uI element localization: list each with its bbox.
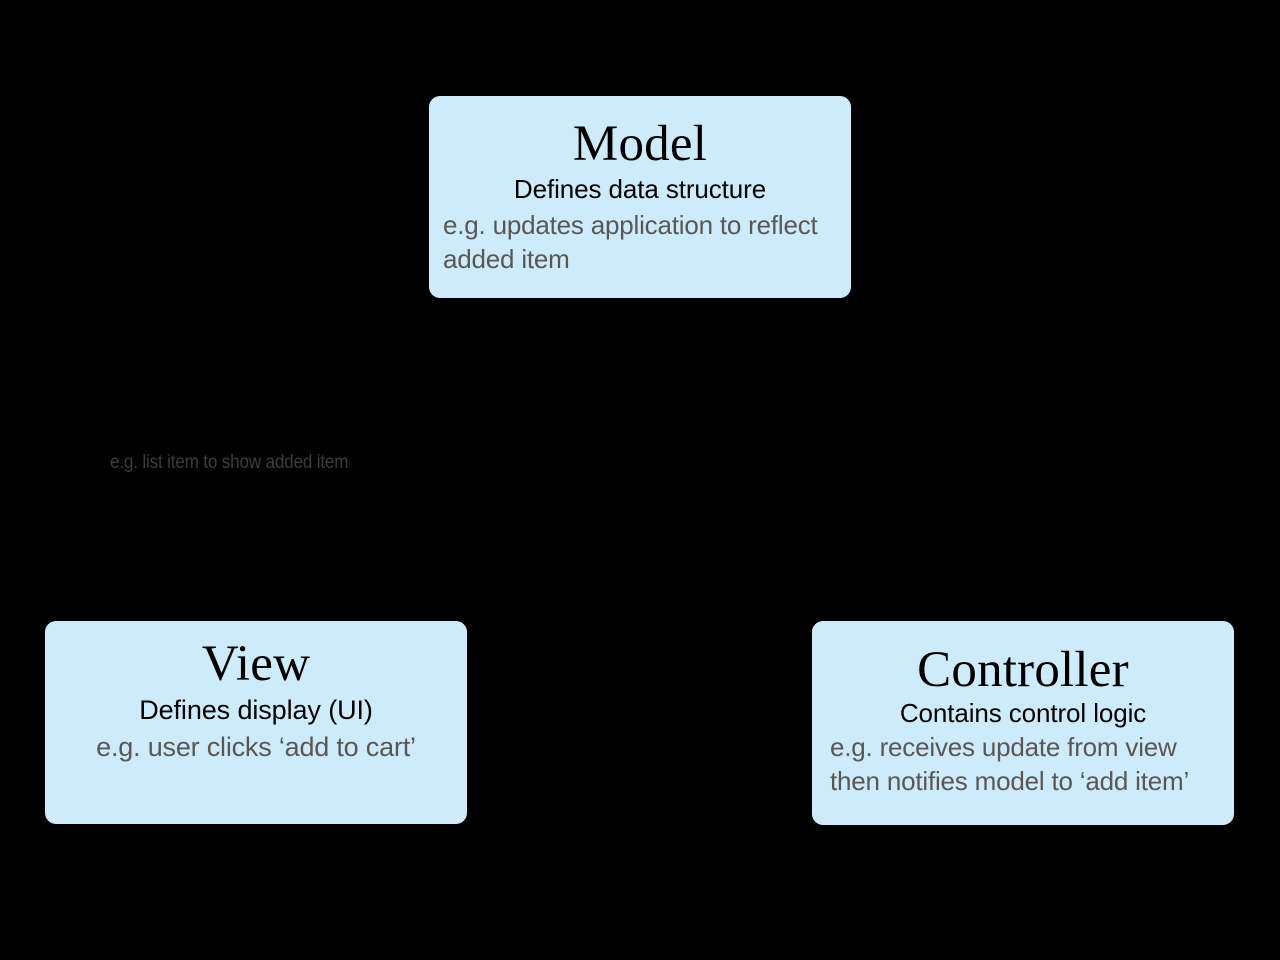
annotation-view-to-model-note: e.g. list item to show added item xyxy=(110,452,349,473)
card-model-subtitle: Defines data structure xyxy=(513,174,767,204)
card-controller-example: e.g. receives update from view then noti… xyxy=(830,732,1190,797)
card-model-example: e.g. updates application to reflect adde… xyxy=(443,210,818,275)
card-view-title: View xyxy=(201,636,311,692)
card-model-title: Model xyxy=(572,116,708,172)
card-view-example: e.g. user clicks ‘add to cart’ xyxy=(96,732,416,763)
card-view[interactable]: View Defines display (UI) e.g. user clic… xyxy=(45,621,467,824)
card-controller[interactable]: Controller Contains control logic e.g. r… xyxy=(812,621,1234,825)
card-model[interactable]: Model Defines data structure e.g. update… xyxy=(429,96,851,298)
card-view-subtitle: Defines display (UI) xyxy=(139,695,373,725)
card-controller-subtitle: Contains control logic xyxy=(899,698,1147,728)
card-controller-title: Controller xyxy=(917,642,1129,698)
